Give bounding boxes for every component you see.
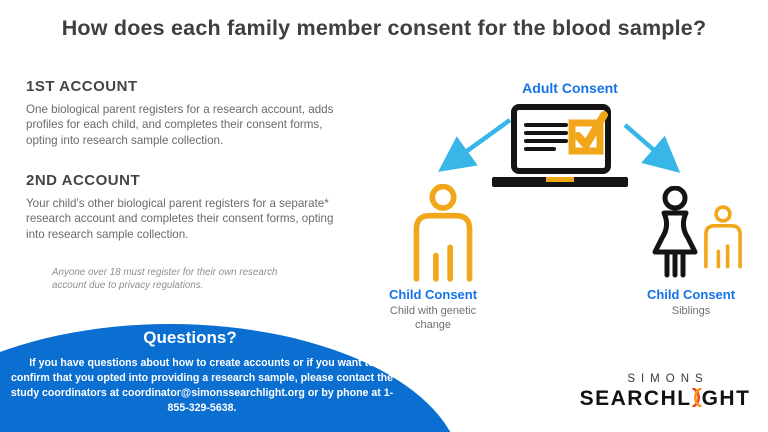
child-consent-label-affected: Child Consent <box>388 287 478 302</box>
adult-consent-label: Adult Consent <box>522 80 618 96</box>
logo-searchlight-right: GHT <box>701 387 751 410</box>
logo-simons-text: SIMONS <box>627 373 709 385</box>
child-consent-caption-siblings: Siblings <box>671 305 711 317</box>
section-2nd-account-heading: 2ND ACCOUNT <box>26 172 141 189</box>
section-2nd-account-body: Your child's other biological parent reg… <box>26 197 334 241</box>
child-consent-caption-affected: Child with genetic change <box>389 305 477 332</box>
person-child-orange-icon <box>413 184 473 282</box>
person-male-orange-icon <box>704 205 742 269</box>
privacy-note: Anyone over 18 must register for their o… <box>52 267 278 292</box>
dna-helix-icon <box>691 387 702 408</box>
logo-searchlight-left: SEARCHL <box>579 387 692 410</box>
consent-flow-arrows-icon <box>438 118 681 173</box>
laptop-checklist-icon <box>492 104 628 187</box>
questions-heading: Questions? <box>143 328 237 347</box>
child-consent-label-siblings: Child Consent <box>646 287 736 302</box>
section-1st-account-heading: 1ST ACCOUNT <box>26 78 138 95</box>
person-female-black-icon <box>652 186 698 278</box>
simons-searchlight-logo: SIMONS SEARCHL GHT <box>565 373 765 411</box>
page-title: How does each family member consent for … <box>61 16 707 40</box>
questions-body: If you have questions about how to creat… <box>10 357 394 415</box>
logo-searchlight-text: SEARCHL GHT <box>565 387 765 411</box>
section-1st-account-body: One biological parent registers for a re… <box>26 103 334 147</box>
